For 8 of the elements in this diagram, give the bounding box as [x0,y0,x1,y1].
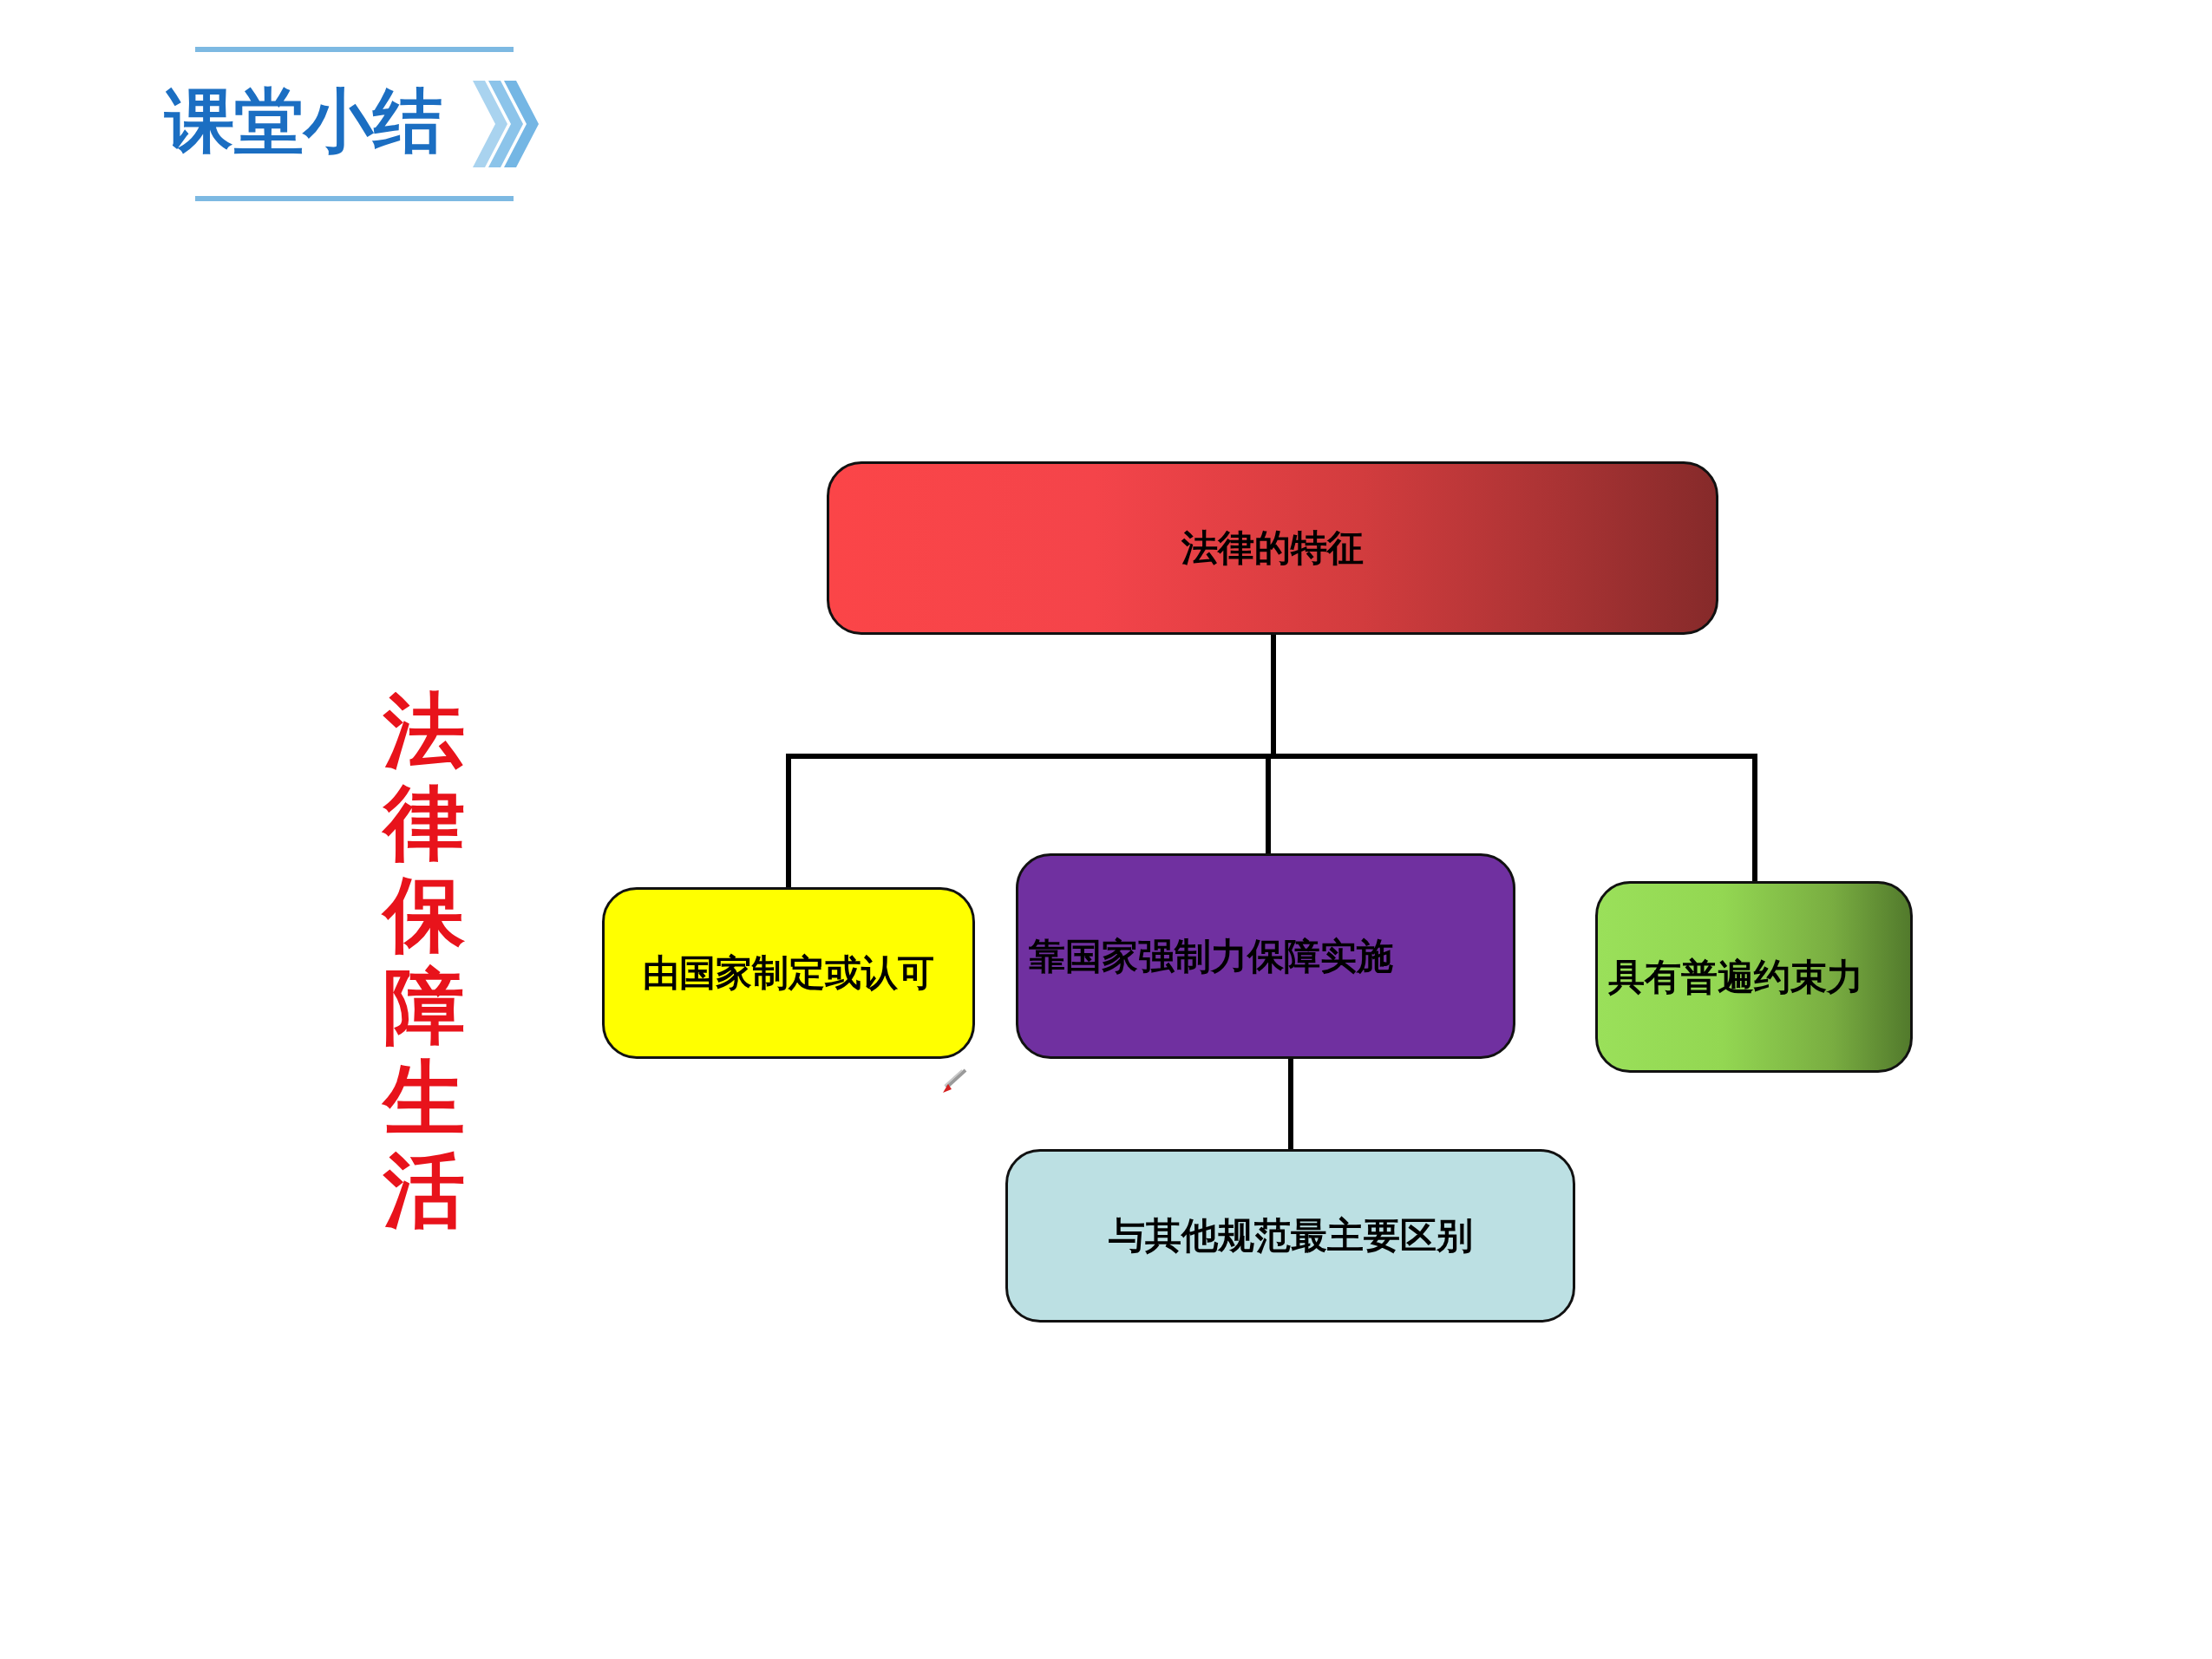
heading-box: 法律的特征 [827,461,1718,635]
concept-box: 靠国家强制力保障实施 [1016,853,1515,1059]
title: 课堂小结 [165,80,442,163]
concept-box: 具有普遍约束力 [1595,881,1913,1073]
concept-box: 与其他规范最主要区别 [1005,1149,1575,1323]
concept-box: 由国家制定或认可 [602,887,975,1059]
connector-line [1288,1059,1293,1149]
vertical-heading: 法律保障生活 [382,685,467,1237]
